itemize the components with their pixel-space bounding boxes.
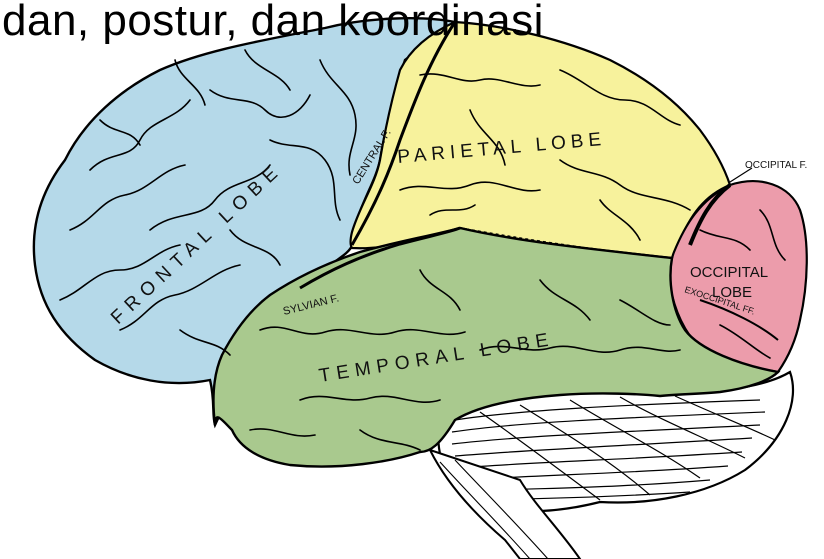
occipital-fissure-label: OCCIPITAL F. [745, 160, 807, 171]
headline-text: dan, postur, dan koordinasi [2, 0, 544, 46]
occipital-lobe-label-line1: OCCIPITAL [690, 264, 768, 281]
